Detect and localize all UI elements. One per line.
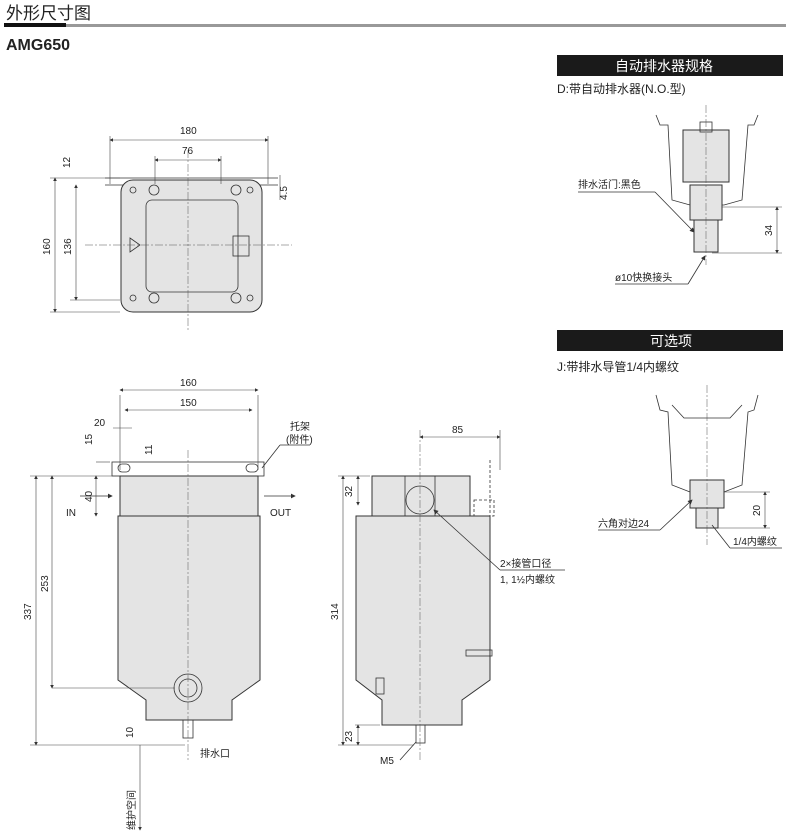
thread-label: 1/4内螺纹	[733, 535, 777, 548]
option-figure	[598, 385, 782, 549]
side-view	[338, 430, 565, 761]
hex-label: 六角对边24	[598, 517, 650, 530]
dim-20-option: 20	[752, 504, 763, 516]
option-subtitle: J:带排水导管1/4内螺纹	[557, 359, 679, 374]
bracket-label: 托架	[290, 420, 310, 433]
fitting-label: ø10快换接头	[615, 271, 672, 284]
valve-label: 排水活门:黑色	[578, 178, 641, 191]
out-label: OUT	[270, 508, 291, 519]
dim-337: 337	[23, 603, 34, 620]
dim-40: 40	[84, 490, 95, 502]
port-thread-label: 1, 1½内螺纹	[500, 573, 555, 586]
dim-136: 136	[63, 238, 74, 255]
dim-180: 180	[180, 126, 197, 137]
dim-32: 32	[344, 485, 355, 497]
auto-drain-header-bg	[557, 55, 783, 76]
bracket-note: (附件)	[286, 433, 313, 446]
dim-11: 11	[144, 444, 155, 455]
dim-23: 23	[344, 730, 355, 742]
top-view	[50, 136, 292, 330]
front-view	[30, 388, 310, 831]
port-size-label: 2×接管口径	[500, 557, 551, 570]
in-label: IN	[66, 508, 76, 519]
model-name: AMG650	[6, 37, 70, 54]
dim-12: 12	[62, 156, 73, 168]
dim-34: 34	[764, 224, 775, 236]
dim-85: 85	[452, 425, 464, 436]
dim-160-front: 160	[180, 378, 197, 389]
dim-253: 253	[40, 575, 51, 592]
dim-20: 20	[94, 418, 106, 429]
auto-drain-header: 自动排水器规格	[615, 58, 713, 74]
dim-15: 15	[84, 433, 95, 445]
title-underline	[66, 24, 786, 27]
maintenance-space-label: 维护空间	[125, 790, 138, 830]
section-title: 外形尺寸图	[6, 4, 91, 23]
dim-76: 76	[182, 146, 194, 157]
option-header: 可选项	[650, 333, 692, 349]
auto-drain-figure	[578, 105, 782, 285]
dim-4.5: 4.5	[279, 186, 290, 200]
dim-160: 160	[42, 238, 53, 255]
dim-314: 314	[330, 603, 341, 620]
dim-10: 10	[125, 726, 136, 738]
m5-label: M5	[380, 756, 394, 767]
auto-drain-subtitle: D:带自动排水器(N.O.型)	[557, 82, 686, 96]
drain-label: 排水口	[200, 747, 230, 760]
option-header-bg	[557, 330, 783, 351]
dim-150: 150	[180, 398, 197, 409]
title-underline-dark	[4, 23, 66, 27]
